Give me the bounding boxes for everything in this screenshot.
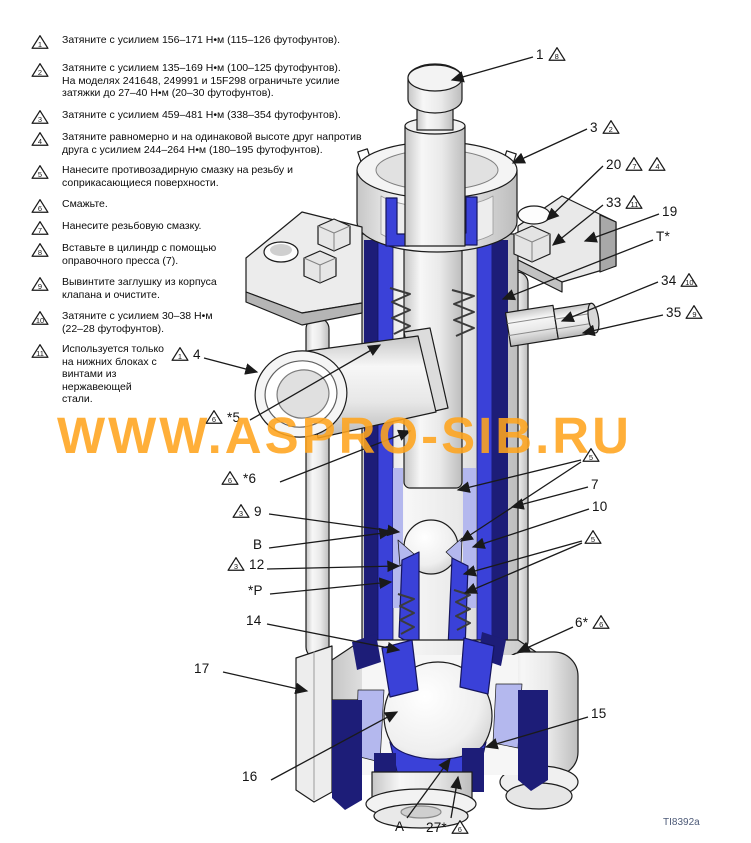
warning-triangle-icon: 5 <box>31 164 49 180</box>
warning-triangle-icon: 3 <box>31 109 49 125</box>
note-row: 8 Вставьте в цилиндр с помощью оправочног… <box>30 242 216 267</box>
warning-triangle-icon: 6 <box>205 409 223 425</box>
hex-bolt <box>317 218 351 252</box>
note-text: Затяните равномерно и на одинаковой высо… <box>62 131 362 156</box>
note-row: 4 Затяните равномерно и на одинаковой выс… <box>30 131 362 156</box>
packing-springs <box>389 287 475 337</box>
note-row: 11 Используется только на нижних блоках с… <box>30 343 164 406</box>
callout-17: 17 <box>194 661 210 676</box>
warning-triangle-icon: 10 <box>680 272 698 288</box>
figure-code: TI8392a <box>663 817 700 828</box>
note-row: 9 Вывинтите заглушку из корпуса клапана и… <box>30 276 217 301</box>
hex-bolt <box>303 250 337 284</box>
warning-triangle-icon: 9 <box>685 304 703 320</box>
note-text: Нанесите противозадирную смазку на резьб… <box>62 164 293 189</box>
warning-triangle-icon: 8 <box>31 242 49 258</box>
note-row: 3 Затяните с усилием 459–481 Н•м (338–354… <box>30 109 341 125</box>
note-text: Нанесите резьбовую смазку. <box>62 220 202 232</box>
callout-A: A <box>395 819 405 834</box>
warning-triangle-icon: 11 <box>625 194 643 210</box>
callout-P: *P <box>248 583 263 598</box>
intake-valve-housing <box>295 632 579 829</box>
callout-19: 19 <box>662 204 678 219</box>
note-text: Смажьте. <box>62 198 108 210</box>
note-text: Затяните с усилием 135–169 Н•м (100–125 … <box>62 62 341 100</box>
right-mounting-flange <box>513 195 617 293</box>
hex-bolt <box>513 225 551 263</box>
warning-triangle-icon: 10 <box>31 310 49 326</box>
note-row: 5 Нанесите противозадирную смазку на резь… <box>30 164 293 189</box>
warning-triangle-icon: 11 <box>31 343 49 359</box>
note-text: Затяните с усилием 156–171 Н•м (115–126 … <box>62 34 341 46</box>
callout-T: T* <box>656 229 670 244</box>
callout-10: 10 <box>592 499 608 514</box>
note-row: 7 Нанесите резьбовую смазку. <box>30 220 201 236</box>
warning-triangle-icon: 3 <box>232 503 250 519</box>
warning-triangle-icon: 2 <box>602 119 620 135</box>
callout-15: 15 <box>591 706 607 721</box>
warning-triangle-icon: 8 <box>548 46 566 62</box>
warning-triangle-icon: 6 <box>31 198 49 214</box>
warning-triangle-icon: 4 <box>31 131 49 147</box>
warning-triangle-icon: 7 <box>625 156 643 172</box>
callout-6star: 6*6 <box>575 614 611 630</box>
note-text: Вывинтите заглушку из корпуса клапана и … <box>62 276 217 301</box>
warning-triangle-icon: 2 <box>31 62 49 78</box>
warning-triangle-icon: 5 <box>584 529 602 545</box>
warning-triangle-icon: 6 <box>451 819 469 835</box>
callout-7: 7 <box>591 477 599 492</box>
outlet-tube <box>254 327 449 439</box>
note-row: 1 Затяните с усилием 156–171 Н•м (115–126… <box>30 34 340 50</box>
piston-rod <box>404 63 466 247</box>
note-text: Используется только на нижних блоках с в… <box>62 343 165 406</box>
warning-triangle-icon: 3 <box>227 556 245 572</box>
warning-triangle-icon: 1 <box>31 34 49 50</box>
note-text: Затяните с усилием 459–481 Н•м (338–354 … <box>62 109 341 121</box>
note-text: Затяните с усилием 30–38 Н•м (22–28 футо… <box>62 310 213 335</box>
note-row: 2 Затяните с усилием 135–169 Н•м (100–125… <box>30 62 341 100</box>
piston-valve <box>397 519 471 651</box>
callout-5star: 6*5 <box>204 409 240 425</box>
warning-triangle-icon: 6 <box>221 470 239 486</box>
warning-triangle-icon: 6 <box>592 614 610 630</box>
note-text: Вставьте в цилиндр с помощью оправочного… <box>62 242 217 267</box>
note-row: 6 Смажьте. <box>30 198 108 214</box>
warning-triangle-icon: 9 <box>31 276 49 292</box>
callout-16: 16 <box>242 769 258 784</box>
left-mounting-flange <box>245 211 363 326</box>
note-row: 10 Затяните с усилием 30–38 Н•м (22–28 фу… <box>30 310 213 335</box>
callout-B: B <box>253 537 263 552</box>
warning-triangle-icon: 4 <box>648 156 666 172</box>
callout-14: 14 <box>246 613 262 628</box>
callout-6star-left: 6*6 <box>220 470 256 486</box>
warning-triangle-icon: 5 <box>582 447 600 463</box>
warning-triangle-icon: 7 <box>31 220 49 236</box>
callout-tri5-upper: 5 <box>581 447 601 463</box>
callout-tri5-lower: 5 <box>583 529 603 545</box>
callout-27star: 27*6 <box>426 819 470 835</box>
warning-triangle-icon: 1 <box>171 346 189 362</box>
